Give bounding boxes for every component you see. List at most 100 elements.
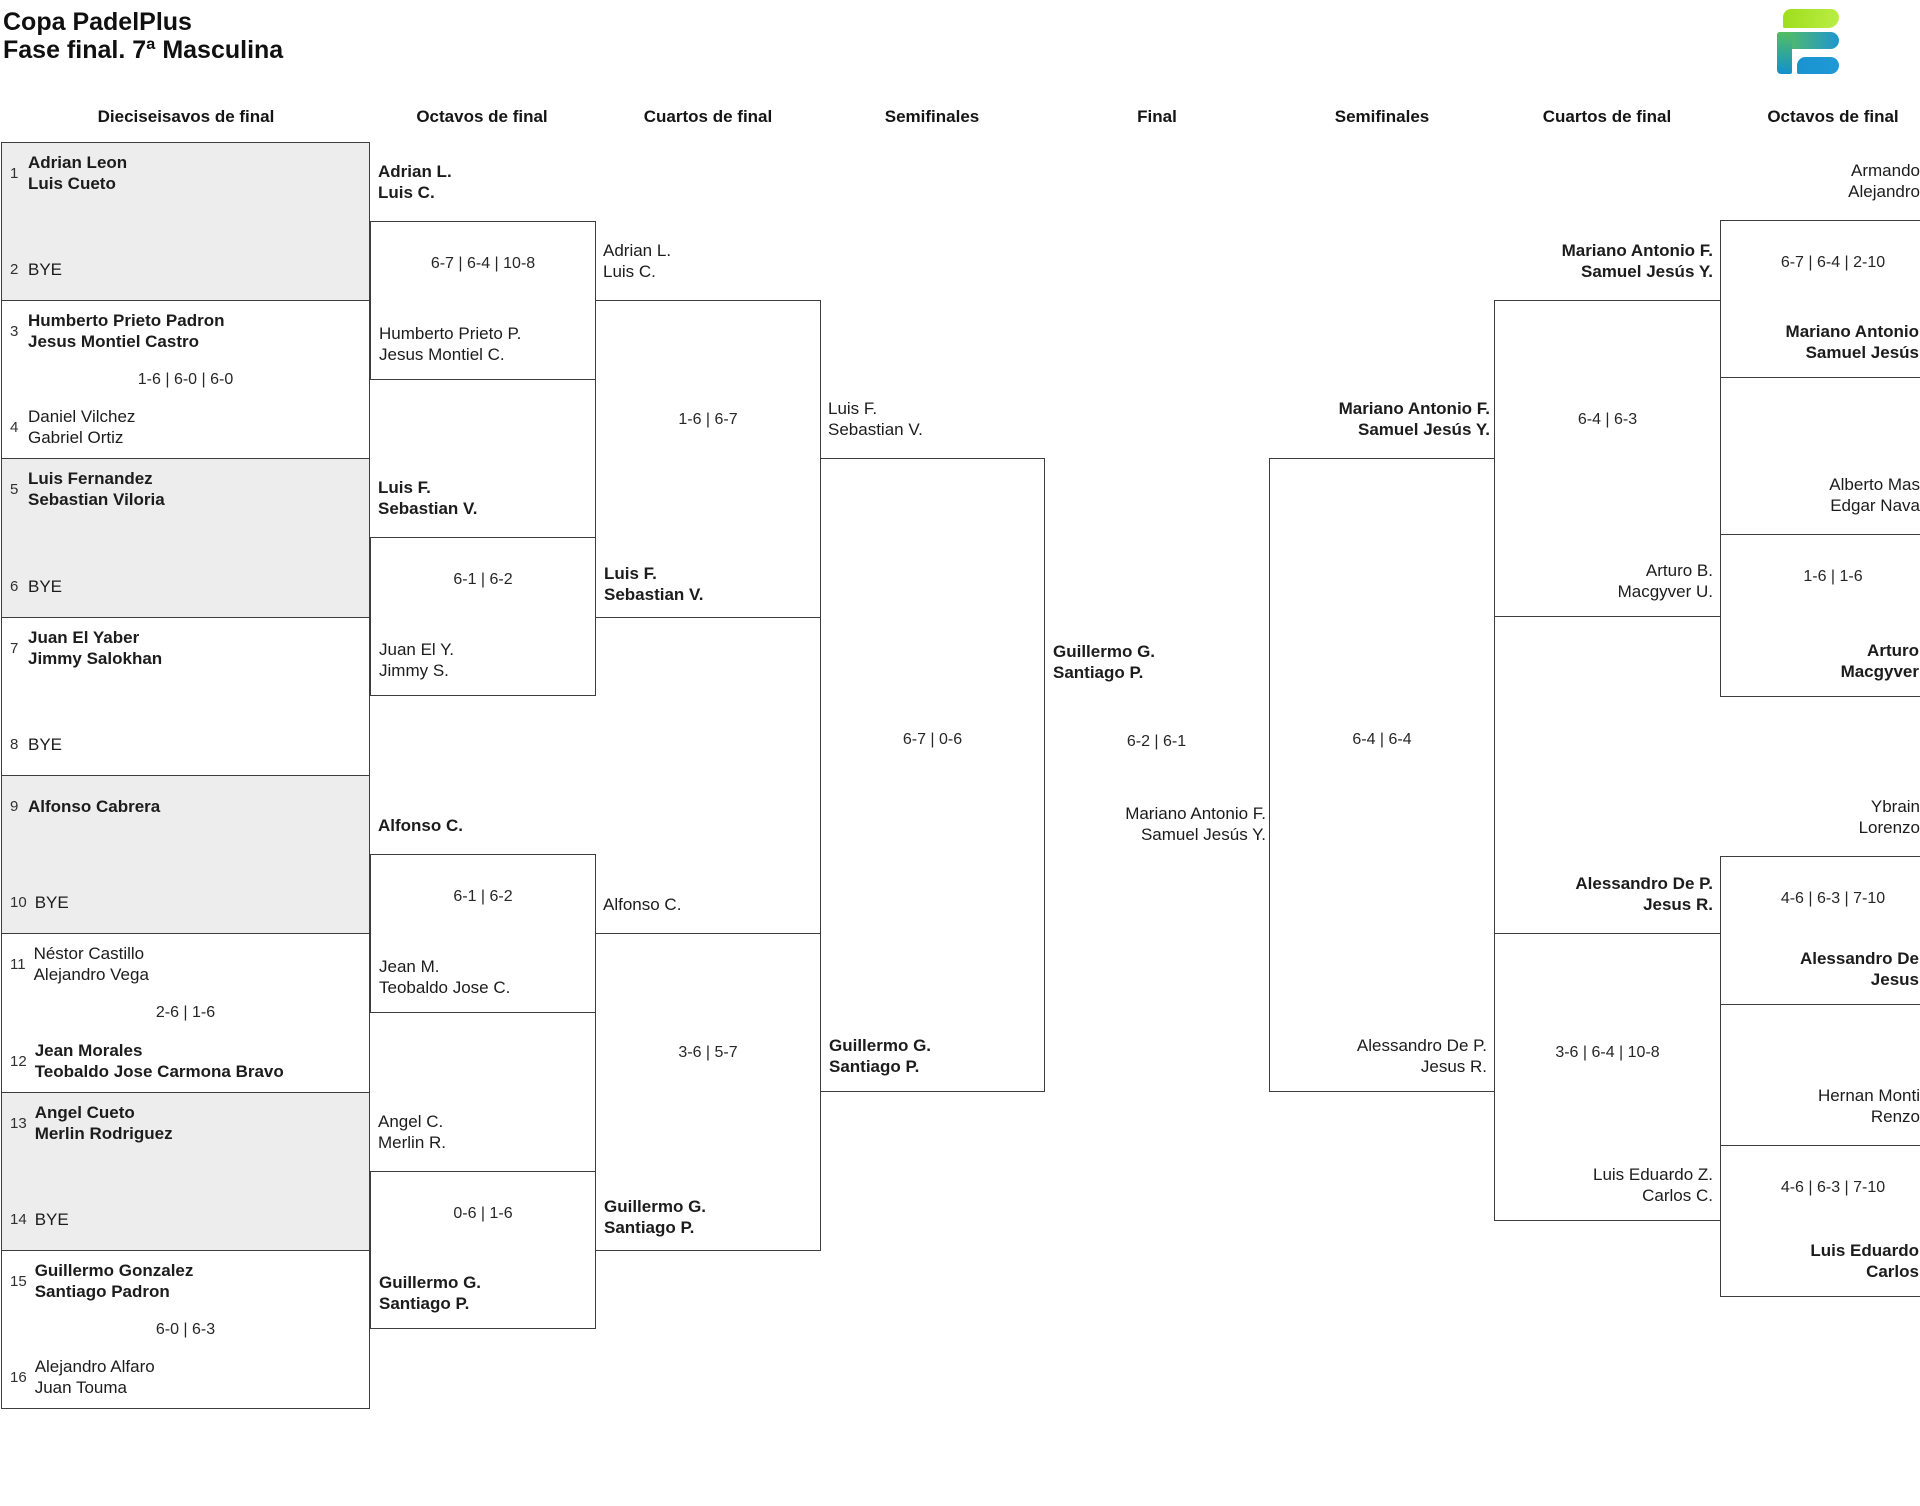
seed-number: 4 [10, 418, 19, 436]
team-label: Angel Cueto Merlin Rodriguez [34, 1103, 173, 1143]
match-score: 1-6 | 1-6 [1803, 568, 1863, 585]
seed-number: 2 [10, 260, 19, 278]
team-label: BYE [28, 734, 63, 754]
team-label: Guillermo Gonzalez Santiago Padron [34, 1261, 194, 1301]
match-score: 2-6 | 1-6 [155, 1004, 216, 1021]
seed-number: 1 [10, 164, 19, 182]
round-header-cuartos-right: Cuartos de final [1542, 107, 1672, 126]
match-box-cuartos-r1: 6-4 | 6-3 Arturo B. Macgyver U. [1494, 300, 1721, 617]
team-slot: 4 Daniel Vilchez Gabriel Ortiz [10, 406, 363, 448]
match-score: 6-1 | 6-2 [453, 571, 513, 588]
match-box-octavos-l4: 0-6 | 1-6 Guillermo G. Santiago P. [370, 1171, 596, 1329]
team-label: Hernan Monti Renzo [1817, 1086, 1920, 1126]
seed-number: 13 [10, 1114, 27, 1132]
final-runner-up-label: Mariano Antonio F. Samuel Jesús Y. [1125, 804, 1266, 844]
match-box-r16-1: 1 Adrian Leon Luis Cueto 2 BYE [1, 142, 370, 301]
team-slot: 9 Alfonso Cabrera [10, 785, 363, 827]
team-label: Alejandro Alfaro Juan Touma [34, 1357, 155, 1397]
team-label: BYE [34, 892, 69, 912]
seed-number: 16 [10, 1368, 27, 1386]
team-label: Guillermo G. Santiago P. [604, 1197, 707, 1237]
match-score: 6-4 | 6-3 [1577, 411, 1638, 428]
round-header-semis-right: Semifinales [1334, 107, 1430, 126]
match-box-octavos-l1: 6-7 | 6-4 | 10-8 Humberto Prieto P. Jesu… [370, 221, 596, 380]
seed-number: 14 [10, 1210, 27, 1228]
team-label: Luis F. Sebastian V. [378, 478, 478, 518]
team-label: Luis F. Sebastian V. [828, 399, 923, 439]
team-label: Guillermo G. Santiago P. [379, 1273, 482, 1313]
match-score: 0-6 | 1-6 [453, 1205, 513, 1222]
match-box-octavos-r4: 4-6 | 6-3 | 7-10 Luis Eduardo Carlos [1720, 1145, 1920, 1297]
final-winner-label: Guillermo G. Santiago P. [1053, 642, 1156, 682]
match-box-octavos-r2: 1-6 | 1-6 Arturo Macgyver [1720, 534, 1920, 697]
match-box-r16-4: 7 Juan El Yaber Jimmy Salokhan 8 BYE [1, 617, 370, 776]
round-header-dieciseisavos: Dieciseisavos de final [97, 107, 275, 126]
team-label: Alfonso C. [603, 895, 682, 914]
team-label: Alfonso Cabrera [28, 796, 161, 816]
match-score: 3-6 | 5-7 [678, 1044, 738, 1061]
team-label: Juan El Yaber Jimmy Salokhan [28, 628, 163, 668]
team-label: Arturo Macgyver [1840, 641, 1919, 681]
team-label: Jean Morales Teobaldo Jose Carmona Bravo [34, 1041, 284, 1081]
team-slot: 13 Angel Cueto Merlin Rodriguez [10, 1102, 363, 1144]
padelplus-logo [1777, 9, 1839, 74]
team-label: Juan El Y. Jimmy S. [379, 640, 454, 680]
logo-bottom-bar-shape [1797, 57, 1839, 74]
match-score: 3-6 | 6-4 | 10-8 [1555, 1044, 1660, 1061]
match-score: 6-7 | 6-4 | 10-8 [430, 255, 536, 272]
match-box-r16-5: 9 Alfonso Cabrera 10 BYE [1, 775, 370, 934]
match-box-octavos-l3: 6-1 | 6-2 Jean M. Teobaldo Jose C. [370, 854, 596, 1013]
team-label: Arturo B. Macgyver U. [1617, 561, 1713, 601]
match-score: 6-0 | 6-3 [155, 1320, 216, 1338]
match-box-r16-6: 11 Néstor Castillo Alejandro Vega 2-6 | … [1, 933, 370, 1093]
match-box-semifinal-l: 6-7 | 0-6 Guillermo G. Santiago P. [820, 458, 1045, 1092]
team-label: Daniel Vilchez Gabriel Ortiz [28, 407, 136, 447]
team-label: Adrian Leon Luis Cueto [28, 153, 128, 193]
team-label: Adrian L. Luis C. [603, 241, 672, 281]
team-slot: 11 Néstor Castillo Alejandro Vega [10, 943, 363, 985]
team-slot: 3 Humberto Prieto Padron Jesus Montiel C… [10, 310, 363, 352]
match-box-cuartos-r2: 3-6 | 6-4 | 10-8 Luis Eduardo Z. Carlos … [1494, 933, 1721, 1221]
logo-stem-shape [1777, 32, 1792, 74]
match-score: 1-6 | 6-0 | 6-0 [137, 370, 234, 388]
team-slot: 2 BYE [10, 248, 363, 290]
team-slot: 10 BYE [10, 881, 363, 923]
category-subtitle: Fase final. 7ª Masculina [3, 36, 284, 64]
round-header-semis-left: Semifinales [884, 107, 980, 126]
tournament-title: Copa PadelPlus [3, 8, 192, 36]
seed-number: 15 [10, 1272, 27, 1290]
logo-mid-bar-shape [1777, 32, 1839, 49]
team-label: Mariano Antonio Samuel Jesús [1785, 322, 1919, 362]
team-label: Alessandro De P. Jesus R. [1575, 874, 1713, 914]
match-score: 6-2 | 6-1 [1126, 733, 1187, 750]
team-label: Angel C. Merlin R. [378, 1112, 447, 1152]
team-slot: 15 Guillermo Gonzalez Santiago Padron [10, 1260, 363, 1302]
team-label: Alfonso C. [378, 816, 463, 835]
team-label: Luis Eduardo Z. Carlos C. [1592, 1165, 1713, 1205]
match-box-r16-7: 13 Angel Cueto Merlin Rodriguez 14 BYE [1, 1092, 370, 1251]
match-score: 6-7 | 0-6 [902, 731, 963, 748]
team-label: Néstor Castillo Alejandro Vega [33, 944, 149, 984]
team-label: Alberto Mas Edgar Nava [1829, 475, 1920, 515]
team-label: Jean M. Teobaldo Jose C. [379, 957, 511, 997]
match-score: 6-7 | 6-4 | 2-10 [1780, 254, 1886, 271]
match-score: 4-6 | 6-3 | 7-10 [1780, 1179, 1886, 1196]
team-slot: 1 Adrian Leon Luis Cueto [10, 152, 363, 194]
seed-number: 6 [10, 577, 19, 595]
round-header-octavos-right: Octavos de final [1767, 107, 1899, 126]
team-slot: 14 BYE [10, 1198, 363, 1240]
logo-leaf-shape [1783, 9, 1839, 28]
match-box-octavos-r1: 6-7 | 6-4 | 2-10 Mariano Antonio Samuel … [1720, 220, 1920, 378]
team-label: Humberto Prieto P. Jesus Montiel C. [379, 324, 522, 364]
seed-number: 10 [10, 893, 27, 911]
team-label: Luis Eduardo Carlos [1810, 1241, 1919, 1281]
seed-number: 8 [10, 735, 19, 753]
match-score: 6-4 | 6-4 [1352, 731, 1412, 748]
seed-number: 3 [10, 322, 19, 340]
team-label: Alessandro De Jesus [1799, 949, 1919, 989]
match-box-r16-3: 5 Luis Fernandez Sebastian Viloria 6 BYE [1, 458, 370, 618]
team-label: Ybrain Lorenzo [1858, 797, 1920, 837]
match-score: 6-1 | 6-2 [453, 888, 513, 905]
seed-number: 7 [10, 639, 19, 657]
match-box-r16-8: 15 Guillermo Gonzalez Santiago Padron 6-… [1, 1250, 370, 1409]
